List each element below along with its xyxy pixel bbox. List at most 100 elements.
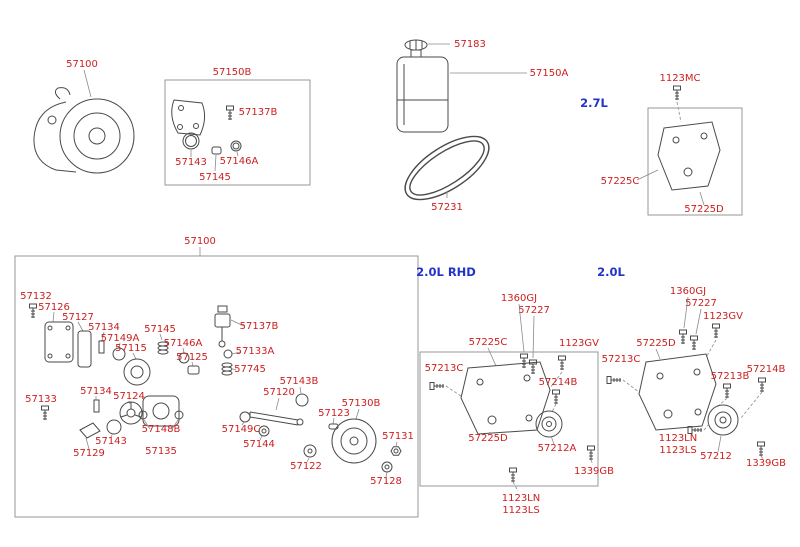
washer-drawing-57122	[303, 444, 317, 458]
leader-57143B	[299, 386, 302, 394]
bolt-icon-1123GV-20l	[712, 323, 720, 339]
part-label-57130B: 57130B	[342, 398, 381, 409]
rotor-drawing-57124	[119, 401, 143, 425]
gasket-drawing	[77, 330, 92, 368]
flow-valve-drawing	[214, 305, 231, 348]
stud-icon-1360GJ-20l	[679, 329, 687, 345]
variant-label-2-7l: 2.7L	[580, 96, 608, 110]
bracket-27l-drawing	[657, 121, 721, 191]
leader-57225C-27l	[636, 169, 659, 181]
dashed-leader-57213C-rhd	[445, 385, 462, 397]
leader-57225C-rhd	[487, 347, 497, 367]
leader-57225D-20l	[655, 348, 661, 360]
bolt-icon-57214B-20l	[758, 377, 766, 393]
seal-kit-plate-drawing	[171, 99, 206, 136]
leader-57225D-27l	[699, 191, 705, 206]
bolt-icon-57213B-20l	[723, 383, 731, 399]
nut-drawing-57131	[390, 446, 402, 456]
leader-57129	[85, 437, 90, 450]
part-label-1339GB-rhd: 1339GB	[574, 466, 614, 477]
bolt-icon-1339GB-rhd	[587, 445, 595, 461]
plug-drawing-57125	[187, 365, 200, 375]
part-label-57225D-27l: 57225D	[684, 204, 724, 215]
part-label-57745: 57745	[234, 364, 266, 375]
part-label-1360GJ-rhd: 1360GJ	[501, 293, 537, 304]
leader-57149C	[241, 421, 245, 426]
bracket-drawing-20l-rhd	[460, 361, 551, 435]
part-label-57213C-rhd: 57213C	[425, 363, 464, 374]
part-label-1123GV-rhd: 1123GV	[559, 338, 599, 349]
leader-57745	[232, 368, 237, 371]
part-label-57212A: 57212A	[538, 443, 577, 454]
bracket-drawing-20l	[638, 353, 717, 431]
part-label-57148B: 57148B	[142, 424, 181, 435]
bolt-icon-1123GV-rhd	[558, 355, 566, 371]
part-label-1123LN-rhd: 1123LN	[502, 493, 541, 504]
part-label-57150B: 57150B	[213, 67, 252, 78]
leader-57144	[259, 435, 263, 441]
part-label-57145-kit: 57145	[199, 172, 231, 183]
seal-kit-oring-drawing	[182, 132, 200, 150]
pin-drawing-b	[93, 399, 100, 413]
part-label-1123LS-20l: 1123LS	[659, 445, 696, 456]
leader-57134-a	[101, 331, 105, 342]
leader-57212	[717, 435, 722, 453]
part-label-57123: 57123	[318, 408, 350, 419]
leader-57130B	[355, 408, 360, 420]
bracket-27l-box	[647, 107, 743, 216]
part-label-57225C-rhd: 57225C	[469, 337, 508, 348]
seal-kit-seat-drawing	[211, 146, 222, 155]
ring-drawing-57149C	[239, 411, 251, 423]
part-label-57124: 57124	[113, 391, 145, 402]
part-label-57183: 57183	[454, 39, 486, 50]
washer-drawing-57144	[258, 425, 270, 437]
part-label-57212: 57212	[700, 451, 732, 462]
pulley-drawing-57212A	[535, 410, 563, 438]
part-label-57214B-20l: 57214B	[747, 364, 786, 375]
part-label-57214B-rhd: 57214B	[539, 377, 578, 388]
bracket-drawing-57129	[79, 422, 101, 439]
part-label-57213B-20l: 57213B	[711, 371, 750, 382]
part-label-57137B: 57137B	[240, 321, 279, 332]
part-label-57129: 57129	[73, 448, 105, 459]
leader-57123	[332, 417, 335, 425]
part-label-57100-box: 57100	[184, 236, 216, 247]
leader-57227-20l	[695, 308, 702, 335]
part-label-57143B: 57143B	[280, 376, 319, 387]
part-label-57225D-20l: 57225D	[636, 338, 676, 349]
seal-kit-box	[164, 79, 311, 186]
leader-57227-rhd	[532, 315, 535, 359]
part-label-1339GB-20l: 1339GB	[746, 458, 786, 469]
dashed-leader-1123MC	[676, 101, 682, 123]
leader-57120	[275, 397, 280, 411]
leader-57128	[385, 471, 388, 478]
part-label-57144: 57144	[243, 439, 275, 450]
seal-kit-ring-drawing	[230, 140, 242, 152]
pump-assembly-drawing	[33, 87, 135, 174]
part-label-57137B-kit: 57137B	[239, 107, 278, 118]
leader-1360GJ-rhd	[518, 303, 525, 353]
part-label-57125: 57125	[176, 352, 208, 363]
part-label-57146A: 57146A	[164, 338, 203, 349]
leader-57148B-b	[171, 419, 179, 430]
leader-1360GJ-20l	[683, 296, 689, 329]
bracket-20l-rhd-box	[419, 351, 599, 487]
cartridge-drawing-57135	[142, 395, 180, 427]
part-label-57100-top: 57100	[66, 59, 98, 70]
part-label-57225D-rhd: 57225D	[468, 433, 508, 444]
part-label-57149A: 57149A	[101, 333, 140, 344]
part-label-57213C-20l: 57213C	[602, 354, 641, 365]
part-label-57134-a: 57134	[88, 322, 120, 333]
pin-drawing-a	[98, 340, 105, 354]
dashed-leader-1123LN-rhd	[512, 481, 519, 492]
oring-drawing-57143	[106, 419, 122, 435]
part-label-57115: 57115	[115, 343, 147, 354]
bolt-icon-57213C-rhd	[429, 382, 445, 390]
leader-57149A	[118, 342, 121, 349]
part-label-57146A-kit: 57146A	[220, 156, 259, 167]
dashed-leader-57214B-rhd	[551, 403, 557, 413]
bolt-icon-57133	[41, 405, 49, 421]
part-label-57128: 57128	[370, 476, 402, 487]
ring-drawing-57146A	[178, 352, 190, 364]
